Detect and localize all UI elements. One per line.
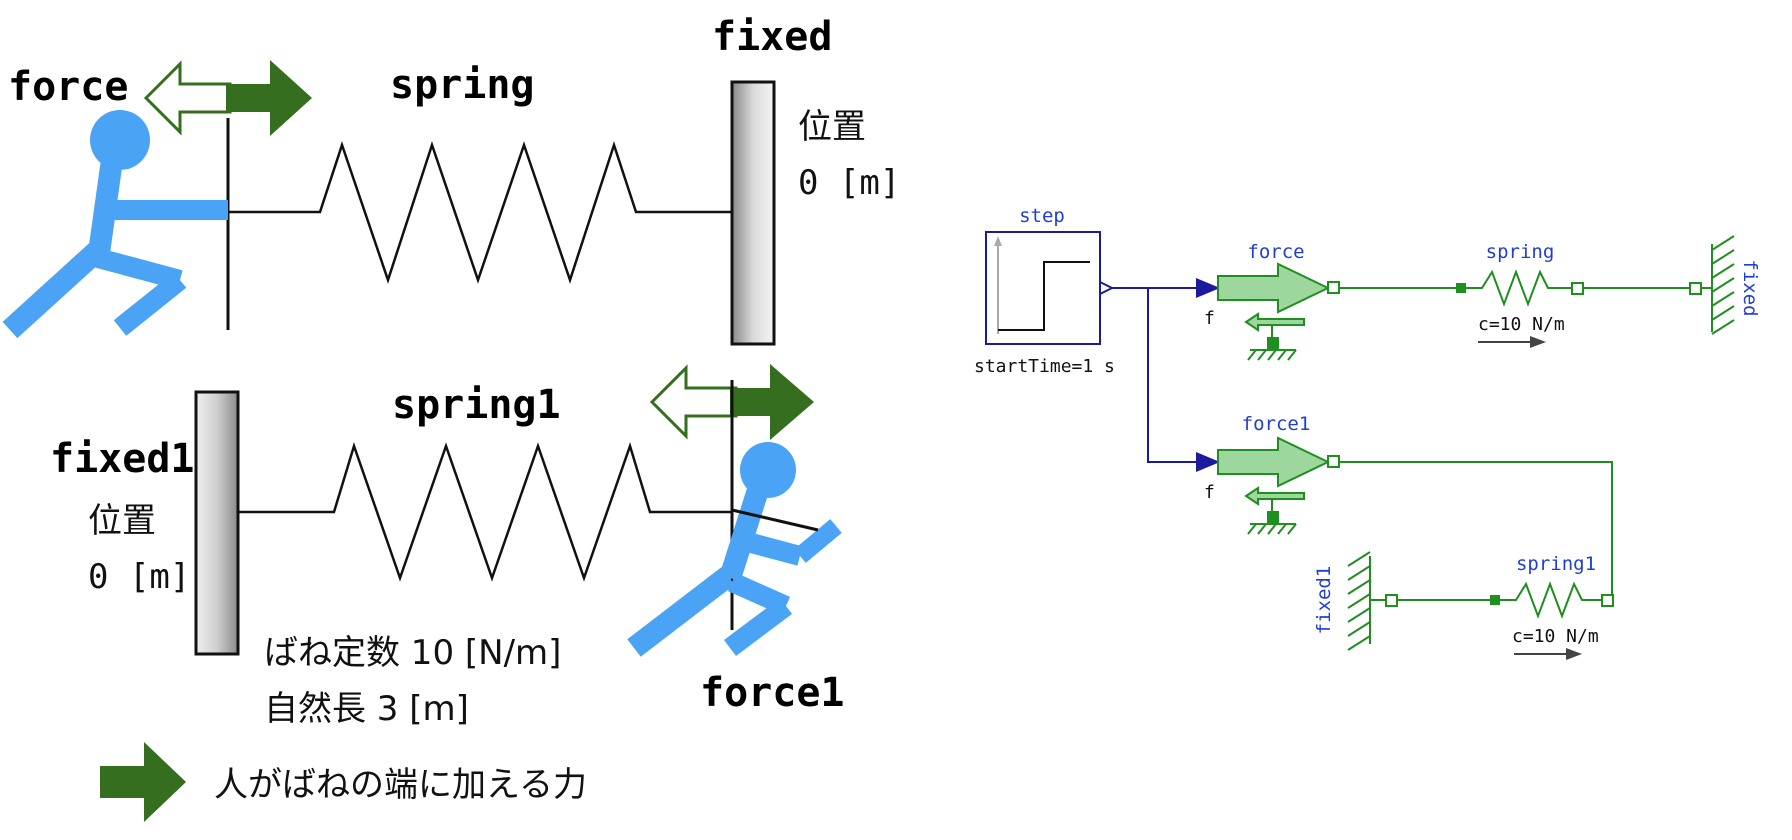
person-force — [2, 110, 228, 339]
force-label: force — [8, 64, 128, 110]
force-support-icon — [1244, 312, 1305, 361]
legend: 人がばねの端に加える力 — [100, 742, 587, 822]
pull-left-arrow-outline — [649, 364, 738, 440]
force1-f-label: f — [1204, 482, 1215, 503]
fixed-flange[interactable] — [1689, 282, 1702, 295]
fixed1-block[interactable] — [1347, 551, 1386, 651]
fixed1-position-label: 位置 — [88, 501, 156, 541]
step-output-port[interactable] — [1099, 280, 1115, 296]
spring1-label: spring1 — [392, 382, 561, 428]
pull-right-arrow — [730, 364, 814, 440]
fixed1-label: fixed1 — [50, 436, 195, 482]
spring1-param: c=10 N/m — [1512, 626, 1599, 647]
fixed1-block-label: fixed1 — [1313, 566, 1335, 635]
force-flange[interactable] — [1327, 281, 1340, 294]
spring1-direction-arrow — [1514, 648, 1582, 660]
step-param: startTime=1 s — [974, 356, 1115, 377]
force1-block-label: force1 — [1242, 413, 1311, 435]
force1-block[interactable] — [1217, 436, 1331, 488]
step-label: step — [1019, 205, 1065, 227]
modelica-diagram: step startTime=1 s force f force1 — [974, 205, 1761, 660]
person-force1 — [627, 442, 842, 657]
spring-zigzag — [228, 140, 732, 284]
natural-length-text: 自然長 3 [m] — [264, 689, 469, 729]
fixed-position-value: 0 [m] — [798, 163, 900, 203]
spring-block[interactable] — [1466, 269, 1572, 307]
fixed-block-label: fixed — [1739, 259, 1761, 316]
fixed1-flange[interactable] — [1385, 594, 1398, 607]
fixed-wall — [730, 80, 776, 346]
spring1-zigzag — [238, 441, 732, 582]
spring-direction-arrow — [1478, 336, 1546, 348]
step-icon — [994, 236, 1090, 334]
spring-constant-text: ばね定数 10 [N/m] — [264, 633, 561, 673]
force1-support-icon — [1244, 486, 1305, 535]
fixed-block[interactable] — [1701, 235, 1735, 335]
spring1-flange-a[interactable] — [1490, 595, 1500, 605]
force-f-label: f — [1204, 308, 1215, 329]
wire-force1-spring1 — [1339, 461, 1613, 599]
fixed-position-label: 位置 — [798, 107, 866, 147]
spring-block-label: spring — [1486, 241, 1555, 263]
legend-arrow — [100, 742, 186, 822]
spring1-flange-b[interactable] — [1601, 594, 1614, 607]
top-system: force spring fixed 位置 0 [m] — [2, 14, 900, 346]
spring-flange-a[interactable] — [1456, 283, 1466, 293]
force-input-port[interactable] — [1196, 278, 1220, 298]
fixed1-wall — [194, 390, 240, 656]
signal-wire-branch — [1147, 288, 1196, 463]
push-right-arrow — [226, 60, 312, 136]
spring1-block-label: spring1 — [1516, 553, 1596, 575]
legend-text: 人がばねの端に加える力 — [214, 765, 587, 805]
fixed1-position-value: 0 [m] — [88, 557, 190, 597]
force1-flange[interactable] — [1327, 455, 1340, 468]
spring-label: spring — [390, 62, 535, 108]
spring-flange-b[interactable] — [1571, 282, 1584, 295]
force1-input-port[interactable] — [1196, 452, 1220, 472]
fixed-label: fixed — [712, 14, 832, 60]
force1-grip — [731, 508, 819, 532]
push-left-arrow-outline — [143, 60, 232, 136]
force-block-label: force — [1247, 241, 1304, 263]
spring-param: c=10 N/m — [1478, 314, 1565, 335]
force1-label: force1 — [700, 670, 845, 716]
spring1-block[interactable] — [1500, 581, 1602, 619]
bottom-system: spring1 fixed1 位置 0 [m] force1 ばね定数 10 [… — [50, 364, 845, 729]
force-block[interactable] — [1217, 262, 1331, 314]
